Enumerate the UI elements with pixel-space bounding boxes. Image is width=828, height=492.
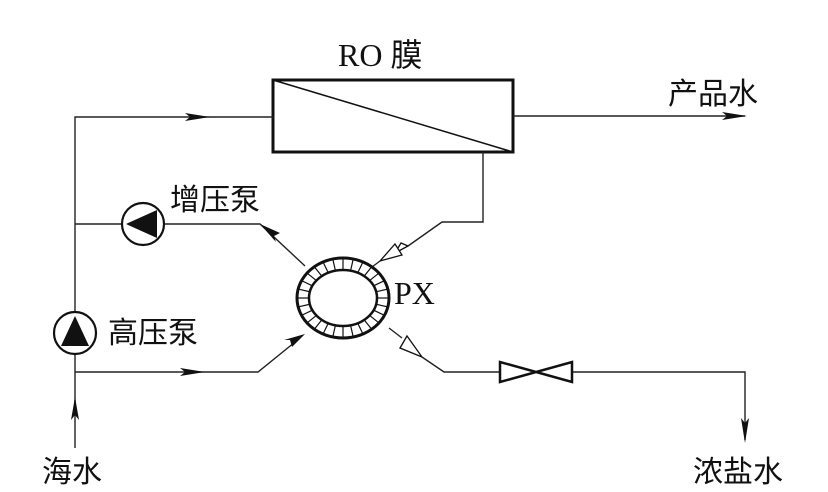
px-duct [373, 309, 385, 316]
px-device [295, 256, 391, 340]
px-duct [349, 325, 354, 338]
feed-arrow-icon [185, 113, 210, 121]
booster-pump [120, 201, 166, 247]
px-duct [357, 322, 364, 335]
px-duct [313, 266, 323, 277]
px-duct [306, 314, 317, 324]
pump-left-icon [126, 210, 157, 238]
px-duct [373, 280, 385, 287]
booster-line [75, 223, 306, 267]
px-label: PX [394, 275, 435, 311]
px-duct [357, 261, 364, 274]
px-duct [298, 303, 310, 308]
px-duct [332, 258, 337, 271]
valve [498, 360, 574, 384]
px-duct [301, 309, 313, 316]
px-duct [363, 319, 373, 330]
px-duct [322, 322, 329, 335]
high-pressure-pump-label: 高压泵 [108, 316, 198, 351]
brine-label: 浓盐水 [693, 455, 783, 490]
seawater-label: 海水 [42, 455, 102, 490]
px-duct [369, 314, 380, 324]
product-water-label: 产品水 [668, 77, 758, 112]
px-duct [376, 303, 388, 308]
px-duct [363, 266, 373, 277]
px-inlet-arrow-icon [284, 334, 305, 347]
lp-arrow-icon [180, 368, 205, 376]
px-duct [349, 258, 354, 271]
pump-up-icon [61, 316, 89, 346]
px-duct [313, 319, 323, 330]
product-arrow-icon [722, 112, 747, 120]
brine-down-arrow-icon [741, 418, 749, 443]
lp-feed-line [75, 334, 305, 376]
px-duct [298, 288, 310, 293]
brine-arrow-icon [399, 334, 424, 359]
booster-pump-label: 增压泵 [170, 183, 260, 218]
booster-arrow-icon [260, 224, 280, 242]
seawater-arrow-icon [71, 397, 79, 420]
seawater-inlet [71, 397, 79, 448]
px-duct [369, 272, 380, 282]
feed-line [74, 113, 273, 410]
ro-membrane-label: RO 膜 [338, 37, 422, 73]
px-duct [376, 288, 388, 293]
concentrate-arrow-icon [378, 242, 404, 263]
brine-line [388, 327, 749, 443]
high-pressure-pump [52, 310, 98, 356]
px-duct [322, 261, 329, 274]
px-duct [301, 280, 313, 287]
px-duct [332, 325, 337, 338]
concentrate-line [371, 152, 484, 268]
px-duct [306, 272, 317, 282]
ro-membrane [271, 78, 515, 154]
product-water-line [513, 112, 747, 120]
